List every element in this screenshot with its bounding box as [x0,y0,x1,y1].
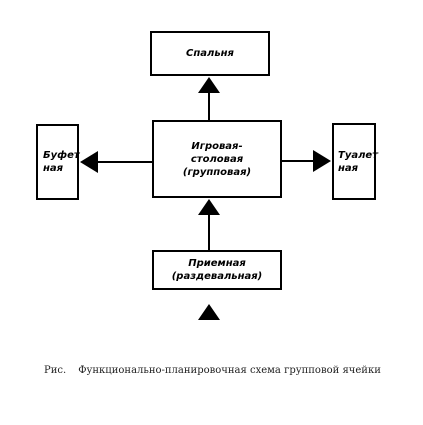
node-priemnaya-label: Приемная (раздевальная) [171,258,263,282]
caption-text: Функционально-планировочная схема группо… [78,365,381,376]
caption-label: Рис. [44,365,67,376]
arrowhead-spalnya [198,77,220,93]
node-tualetnaya: Туалет ная [332,123,378,200]
node-igrovaya-stolovaya: Игровая- столовая (групповая) [152,120,282,198]
figure-caption: Рис. Функционально-планировочная схема гр… [44,364,384,377]
node-priemnaya: Приемная (раздевальная) [152,250,282,290]
node-spalnya: Спальня [150,31,270,76]
node-spalnya-label: Спальня [186,48,234,59]
node-bufet-label: Буфет ная [43,150,80,174]
node-igrovaya-label: Игровая- столовая (групповая) [182,140,252,178]
arrowhead-tualet [313,150,331,172]
node-tualet-label: Туалет ная [338,149,378,174]
arrowhead-center [198,199,220,215]
arrowhead-entrance [198,304,220,320]
arrowhead-bufet [80,151,98,173]
node-bufetnaya: Буфет ная [36,124,80,200]
